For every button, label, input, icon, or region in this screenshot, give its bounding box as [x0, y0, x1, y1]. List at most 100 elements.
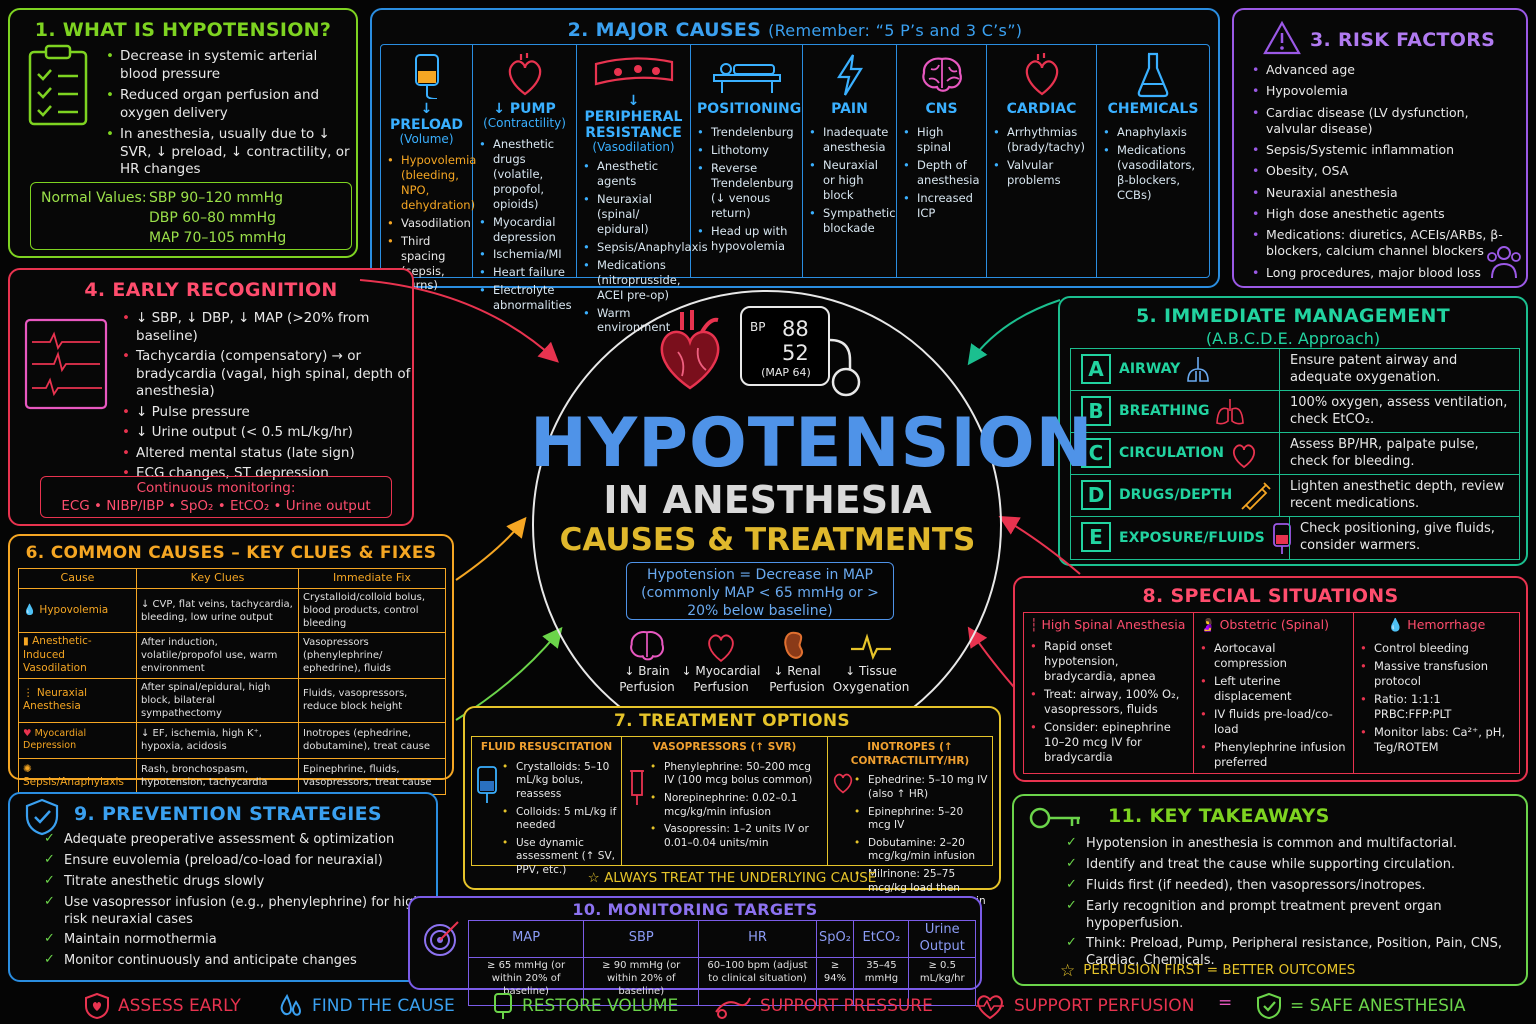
blood-drops-icon: 💧 — [1387, 617, 1404, 632]
heart-icon — [1230, 439, 1258, 469]
treatment-head: VASOPRESSORS (↑ SVR) — [652, 741, 797, 753]
immediate-fix: Inotropes (ephedrine, dobutamine), treat… — [298, 721, 446, 759]
perfusion-myocardial: ↓ Myocardial Perfusion — [676, 628, 766, 695]
column-head: ↓ PERIPHERAL RESISTANCE — [584, 93, 683, 142]
perfusion-tissue: ↓ Tissue Oxygenation — [826, 628, 916, 695]
panel-title: 5. IMMEDIATE MANAGEMENT — [1136, 305, 1450, 327]
cause-column-cardiac: CARDIAC Arrhythmias (brady/tachy)Valvula… — [987, 45, 1097, 277]
risk-item: Advanced age — [1252, 62, 1520, 79]
drop-icon: 💧 — [23, 603, 37, 616]
iv-bag-icon — [492, 992, 514, 1020]
cause-column-preload: ↓ PRELOAD(Volume) Hypovolemia (bleeding,… — [381, 45, 476, 292]
early-recognition-panel: 4. EARLY RECOGNITION ↓ SBP, ↓ DBP, ↓ MAP… — [8, 268, 414, 526]
vial-icon: ▮ — [23, 635, 29, 647]
treatment-item: Vasopressin: 1–2 units IV or 0.01–0.04 u… — [650, 823, 823, 850]
cause-item: Vasodilation — [387, 216, 471, 231]
footer-item: FIND THE CAUSE — [278, 992, 455, 1020]
flask-icon — [1103, 49, 1203, 101]
footer-result-text: = SAFE ANESTHESIA — [1290, 995, 1466, 1016]
special-item: Aortocaval compression — [1200, 641, 1347, 671]
treatment-head: INOTROPES (↑ CONTRACTILITY/HR) — [850, 741, 970, 767]
bp-cuff-icon — [712, 992, 752, 1020]
abcde-row: B BREATHING 100% oxygen, assess ventilat… — [1071, 391, 1519, 433]
key-clues: Rash, bronchospasm, hypotension, tachyca… — [136, 757, 299, 795]
target-icon — [422, 918, 462, 958]
perfusion-label: ↓ Myocardial Perfusion — [681, 664, 761, 694]
abcde-letter: A — [1081, 354, 1111, 384]
footer-label: RESTORE VOLUME — [522, 995, 679, 1016]
abcde-label: CIRCULATION — [1119, 445, 1224, 462]
cause-item: Electrolyte abnormalities — [479, 283, 572, 313]
column-header: HR — [698, 920, 817, 958]
special-item: Massive transfusion protocol — [1360, 659, 1513, 689]
column-subhead: (Vasodilation) — [592, 140, 675, 155]
sign-item: ECG changes, ST depression — [122, 465, 412, 483]
risk-item: Hypovolemia — [1252, 83, 1520, 100]
special-head: Obstetric (Spinal) — [1219, 617, 1329, 632]
table-row: ⋮ Neuraxial Anesthesia After spinal/epid… — [18, 677, 446, 723]
cause-item: Valvular problems — [993, 158, 1090, 188]
bp-systolic: 88 — [782, 317, 809, 341]
footer-result: = SAFE ANESTHESIA — [1256, 992, 1466, 1020]
cause-column-chemicals: CHEMICALS AnaphylaxisMedications (vasodi… — [1097, 45, 1209, 277]
lightning-icon — [809, 49, 890, 101]
column-head: ↓ PUMP — [493, 101, 556, 117]
bp-diastolic: 52 — [782, 341, 809, 365]
column-subhead: (Contractility) — [483, 116, 566, 131]
key-clues: ↓ EF, ischemia, high K⁺, hypoxia, acidos… — [136, 721, 299, 759]
key-clues: After spinal/epidural, high block, bilat… — [136, 677, 299, 723]
abcde-desc: Check positioning, give fluids, consider… — [1289, 517, 1519, 559]
special-item: Consider: epinephrine 10–20 mcg IV for b… — [1030, 720, 1187, 765]
abcde-desc: Ensure patent airway and adequate oxygen… — [1279, 349, 1519, 390]
immediate-fix: Crystalloid/colloid bolus, blood product… — [298, 588, 446, 633]
cause-column-pump: ↓ PUMP(Contractility) Anesthetic drugs (… — [473, 45, 577, 312]
prevention-item: Use vasopressor infusion (e.g., phenylep… — [44, 894, 434, 929]
risk-item: Long procedures, major blood loss — [1252, 265, 1520, 282]
monitoring-targets-panel: 10. MONITORING TARGETS MAP SBP HR SpO₂ E… — [408, 896, 982, 1006]
treatment-item: Norepinephrine: 0.02–0.1 mcg/kg/min infu… — [650, 792, 823, 819]
footer-label: SUPPORT PERFUSION — [1014, 995, 1195, 1016]
treatment-inotropes: INOTROPES (↑ CONTRACTILITY/HR) Ephedrine… — [828, 737, 992, 907]
abcde-desc: 100% oxygen, assess ventilation, check E… — [1279, 391, 1519, 432]
target-value: 35–45 mmHg — [853, 956, 910, 1006]
cause-item: Medications (nitroprusside, ACEI pre-op) — [583, 258, 684, 303]
abcde-label: BREATHING — [1119, 403, 1210, 420]
sign-item: ↓ SBP, ↓ DBP, ↓ MAP (>20% from baseline) — [122, 310, 412, 345]
risk-item: Sepsis/Systemic inflammation — [1252, 142, 1520, 159]
takeaway-item: Hypotension in anesthesia is common and … — [1066, 835, 1526, 853]
footer-bar: ASSESS EARLY FIND THE CAUSE RESTORE VOLU… — [0, 992, 1536, 1022]
monitoring-table: MAP SBP HR SpO₂ EtCO₂ Urine Output ≥ 65 … — [467, 920, 976, 1006]
cause-item: Anesthetic agents — [583, 159, 684, 189]
cause-item: Neuraxial or high block — [809, 158, 890, 203]
treatment-item: Colloids: 5 mL/kg if needed — [502, 806, 617, 833]
treatment-item: Epinephrine: 5–20 mcg IV — [854, 806, 988, 833]
kidney-icon — [752, 628, 842, 664]
panel-title: 1. WHAT IS HYPOTENSION? — [34, 19, 332, 41]
immediate-fix: Epinephrine, fluids, vasopressors, treat… — [298, 757, 446, 795]
abcde-label: AIRWAY — [1119, 361, 1181, 378]
takeaway-footer: ☆PERFUSION FIRST = BETTER OUTCOMES — [1060, 960, 1355, 982]
treatment-item: Dobutamine: 2–20 mcg/kg/min infusion — [854, 837, 988, 864]
sign-item: ↓ Pulse pressure — [122, 404, 412, 422]
abcde-letter: B — [1081, 396, 1111, 426]
normal-values-box: Normal Values: SBP 90–120 mmHg DBP 60–80… — [30, 182, 352, 250]
treatment-columns: FLUID RESUSCITATION Crystalloids: 5–10 m… — [471, 736, 993, 907]
special-item: Phenylephrine infusion preferred — [1200, 740, 1347, 770]
cause-item: Depth of anesthesia — [903, 158, 980, 188]
prevention-item: Maintain normothermia — [44, 931, 434, 949]
cause-item: Hypovolemia (bleeding, NPO, dehydration) — [387, 153, 476, 213]
virus-icon: ✺ — [23, 762, 32, 775]
prevention-item: Titrate anesthetic drugs slowly — [44, 873, 434, 891]
cause-item: Neuraxial (spinal/ epidural) — [583, 192, 684, 237]
treatment-head: FLUID RESUSCITATION — [480, 741, 613, 753]
cause-item: Medications (vasodilators, β-blockers, C… — [1103, 143, 1203, 203]
column-header: SpO₂ — [815, 920, 855, 958]
column-head: CNS — [925, 101, 958, 117]
major-causes-title: 2. MAJOR CAUSES — [567, 19, 762, 41]
cause-item: Reverse Trendelenburg (↓ venous return) — [697, 161, 796, 221]
target-value: 60–100 bpm (adjust to clinical situation… — [698, 956, 817, 1006]
takeaway-footer-text: PERFUSION FIRST = BETTER OUTCOMES — [1083, 962, 1356, 979]
footer-item: RESTORE VOLUME — [492, 992, 678, 1020]
main-title: HYPOTENSION — [530, 404, 1094, 483]
column-header: Immediate Fix — [298, 568, 446, 589]
